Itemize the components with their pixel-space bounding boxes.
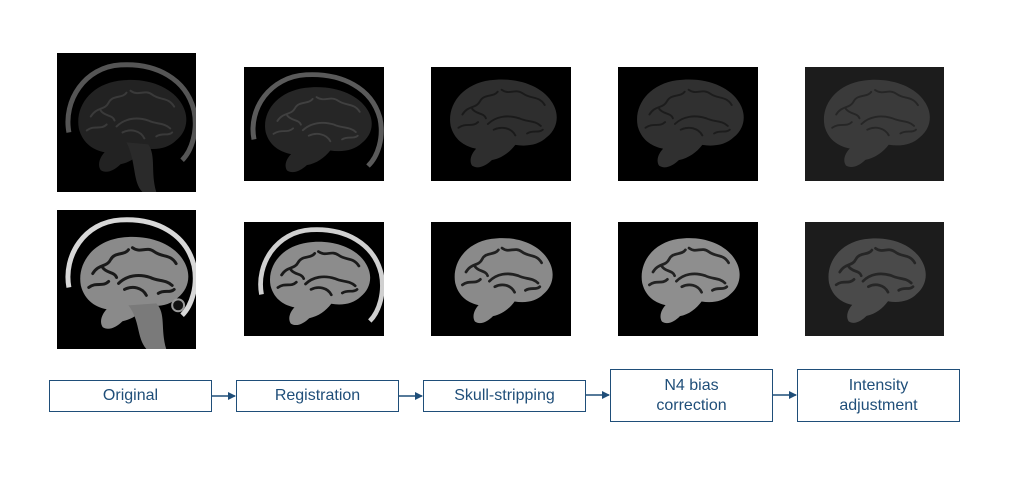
skull-stripped-mri-icon	[454, 238, 553, 324]
step-box-original: Original	[49, 380, 212, 412]
n4-scan-2	[618, 222, 758, 336]
step-label: Original	[102, 387, 159, 404]
registered-scan-2	[244, 222, 384, 336]
registered-mri-icon	[244, 222, 384, 326]
intensity-scan-2	[805, 222, 944, 336]
original-mri-icon	[57, 210, 196, 349]
step-box-n4-bias-correction: N4 bias correction	[610, 369, 773, 422]
step-label-line1: Intensity	[848, 376, 909, 394]
step-label-line1: N4 bias	[664, 376, 719, 394]
registered-scan-1	[244, 67, 384, 181]
original-scan-2	[57, 210, 196, 349]
step-label: Registration	[274, 387, 361, 404]
original-scan-1	[57, 53, 196, 192]
step-label: Skull-stripping	[454, 387, 555, 404]
skull-stripped-mri-icon	[450, 79, 557, 168]
intensity-adjusted-mri-icon	[828, 238, 926, 323]
n4-corrected-mri-icon	[641, 238, 740, 324]
n4-corrected-mri-icon	[637, 79, 744, 168]
step-box-intensity-adjustment: Intensity adjustment	[797, 369, 960, 422]
n4-scan-1	[618, 67, 758, 181]
skullstripped-scan-2	[431, 222, 571, 336]
original-mri-icon	[57, 53, 196, 192]
intensity-scan-1	[805, 67, 944, 181]
step-box-skull-stripping: Skull-stripping	[423, 380, 586, 412]
step-label-line2: adjustment	[839, 396, 918, 414]
skullstripped-scan-1	[431, 67, 571, 181]
intensity-adjusted-mri-icon	[823, 79, 930, 168]
registered-mri-icon	[244, 67, 384, 173]
step-label-line2: correction	[656, 396, 727, 414]
step-box-registration: Registration	[236, 380, 399, 412]
